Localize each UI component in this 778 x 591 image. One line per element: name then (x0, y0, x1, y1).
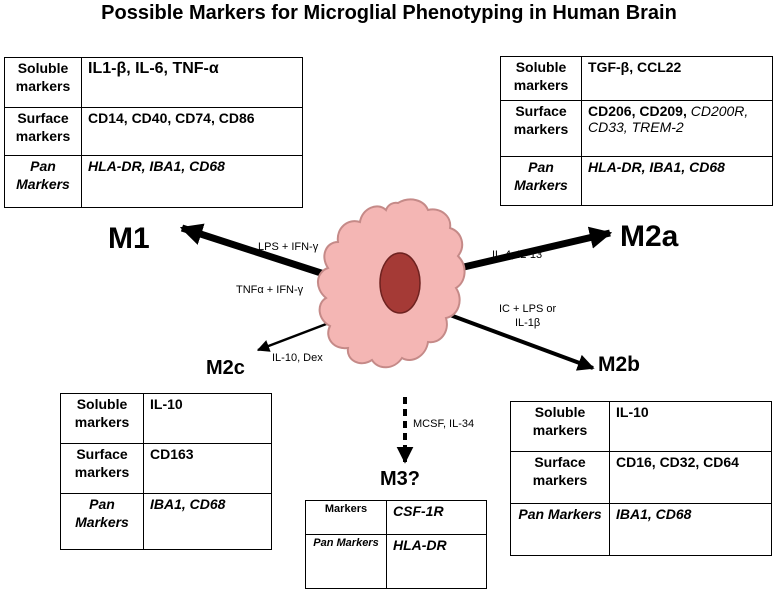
m2c-surface-value: CD163 (143, 443, 272, 494)
m2a-pan-label: Pan Markers (500, 156, 582, 206)
m1-surface-label: Surface markers (4, 107, 82, 156)
m2a-label: M2a (620, 220, 679, 253)
m1-soluble-value: IL1-β, IL-6, TNF-α (81, 57, 303, 108)
m2a-pan-value: HLA-DR, IBA1, CD68 (581, 156, 773, 206)
m1-pan-label: Pan Markers (4, 155, 82, 208)
m3-markers-label: Markers (305, 500, 387, 535)
m2c-pan-value: IBA1, CD68 (143, 493, 272, 550)
m3-pan-value: HLA-DR (386, 534, 487, 589)
m1-label: M1 (108, 222, 150, 255)
m2a-stimulus: IL-4, IL-13 (492, 249, 543, 261)
m2a-surface-label: Surface markers (500, 100, 582, 157)
m2c-soluble-label: Soluble markers (60, 393, 144, 444)
m2b-pan-value: IBA1, CD68 (609, 503, 772, 556)
m3-marker-table: Markers CSF-1R Pan Markers HLA-DR (305, 500, 487, 589)
m1-stimulus-lps-ifn: LPS + IFN-γ (258, 241, 319, 253)
m1-pan-value: HLA-DR, IBA1, CD68 (81, 155, 303, 208)
m1-stimulus-tnf-ifn: TNFα + IFN-γ (236, 284, 304, 296)
m2a-arrow (437, 226, 613, 277)
m2b-pan-label: Pan Markers (510, 503, 610, 556)
m2b-label: M2b (598, 353, 640, 376)
m3-label: M3? (380, 468, 420, 490)
m2a-soluble-value: TGF-β, CCL22 (581, 56, 773, 101)
microglia-cell (317, 198, 466, 369)
m3-stimulus: MCSF, IL-34 (413, 418, 475, 430)
m3-pan-label: Pan Markers (305, 534, 387, 589)
m2a-surface-value: CD206, CD209, CD200R, CD33, TREM-2 (581, 100, 773, 157)
m2c-marker-table: Soluble markers IL-10 Surface markers CD… (60, 393, 272, 550)
m2c-stimulus: IL-10, Dex (272, 352, 323, 364)
m2b-arrow (441, 310, 595, 371)
m2a-marker-table: Soluble markers TGF-β, CCL22 Surface mar… (500, 56, 773, 206)
m2b-surface-value: CD16, CD32, CD64 (609, 451, 772, 504)
cell-nucleus (379, 252, 421, 314)
m2c-pan-label: Pan Markers (60, 493, 144, 550)
m3-markers-value: CSF-1R (386, 500, 487, 535)
m2c-surface-label: Surface markers (60, 443, 144, 494)
m1-marker-table: Soluble markers IL1-β, IL-6, TNF-α Surfa… (4, 57, 303, 208)
m1-surface-value: CD14, CD40, CD74, CD86 (81, 107, 303, 156)
m2b-marker-table: Soluble markers IL-10 Surface markers CD… (510, 401, 772, 556)
diagram-title: Possible Markers for Microglial Phenotyp… (101, 2, 677, 24)
m2c-label: M2c (206, 357, 245, 379)
